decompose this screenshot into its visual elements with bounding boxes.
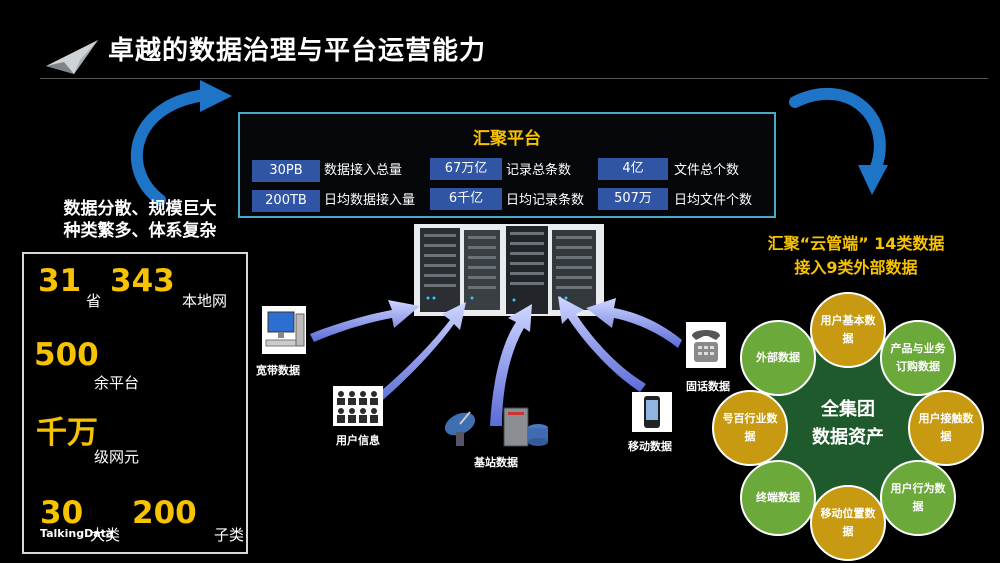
page-title: 卓越的数据治理与平台运营能力 [108, 36, 487, 66]
provinces-value: 31 [38, 263, 82, 299]
major-class-unit: 大类 [90, 526, 121, 544]
sub-class-value: 200 [132, 495, 197, 531]
broadband-computer-icon [262, 306, 306, 354]
server-rack-icon [414, 224, 604, 316]
base-station-arrow-icon [490, 304, 532, 426]
talkingdata-watermark: TalkingData [40, 527, 114, 540]
platforms-unit: 余平台 [94, 374, 140, 392]
center-label-line2: 数据资产 [812, 427, 884, 448]
scale-stats-panel: 31 省 343 本地网 500 余平台 千万 级网元 30 大类 200 子类 [22, 252, 248, 554]
platform-title: 汇聚平台 [473, 129, 541, 149]
daily-files-value: 507万 [598, 188, 668, 210]
fixed-line-phone-icon [686, 322, 726, 368]
aggregation-summary-line2: 接入9类外部数据 [794, 258, 918, 277]
local-net-value: 343 [110, 263, 175, 299]
total-records-value: 67万亿 [430, 158, 502, 180]
paper-plane-logo-icon [46, 40, 98, 74]
mobile-phone-icon [632, 392, 672, 432]
left-statement: 数据分散、规模巨大 种类繁多、体系复杂 [40, 198, 240, 242]
fixed-line-data-label: 固话数据 [686, 380, 730, 393]
elements-unit: 级网元 [94, 448, 140, 466]
center-label-line1: 全集团 [821, 399, 875, 420]
total-records-label: 记录总条数 [506, 163, 572, 178]
left-statement-line1: 数据分散、规模巨大 [63, 199, 217, 219]
aggregation-summary: 汇聚“云管端” 14类数据 接入9类外部数据 [712, 232, 1000, 280]
daily-records-value: 6千亿 [430, 188, 502, 210]
database-server-icon [503, 407, 548, 447]
base-station-data-label: 基站数据 [474, 456, 518, 469]
total-files-label: 文件总个数 [674, 163, 740, 178]
satellite-product-order: 产品与业务订购数据 [880, 320, 956, 396]
total-ingest-value: 30PB [252, 160, 320, 182]
user-info-people-icon [333, 386, 383, 426]
provinces-unit: 省 [86, 292, 102, 310]
major-class-value: 30 [40, 495, 84, 531]
daily-ingest-label: 日均数据接入量 [324, 193, 416, 208]
platforms-value: 500 [34, 337, 99, 373]
center-label: 全集团 数据资产 [768, 396, 928, 452]
satellite-industry: 号百行业数据 [712, 390, 788, 466]
daily-files-label: 日均文件个数 [674, 193, 753, 208]
broadband-arrow-icon [310, 300, 420, 342]
satellite-terminal: 终端数据 [740, 460, 816, 536]
elements-value: 千万 [36, 415, 98, 451]
satellite-user-behavior: 用户行为数据 [880, 460, 956, 536]
aggregation-platform-box: 汇聚平台 30PB 数据接入总量 67万亿 记录总条数 4亿 文件总个数 200… [238, 112, 776, 218]
title-divider [40, 78, 988, 79]
total-ingest-label: 数据接入总量 [324, 163, 403, 178]
satellite-user-basic: 用户基本数据 [810, 292, 886, 368]
broadband-data-label: 宽带数据 [256, 364, 300, 377]
aggregation-summary-line1: 汇聚“云管端” 14类数据 [767, 234, 945, 253]
user-info-arrow-icon [370, 302, 466, 406]
satellite-user-contact: 用户接触数据 [908, 390, 984, 466]
satellite-external: 外部数据 [740, 320, 816, 396]
daily-records-label: 日均记录条数 [506, 193, 585, 208]
local-net-unit: 本地网 [182, 292, 228, 310]
right-curved-arrow-icon [789, 87, 888, 195]
left-statement-line2: 种类繁多、体系复杂 [63, 221, 217, 241]
mobile-data-label: 移动数据 [628, 440, 672, 453]
data-flow-arrows [310, 296, 682, 426]
satellite-mobile-location: 移动位置数据 [810, 485, 886, 561]
mobile-arrow-icon [558, 296, 646, 392]
total-files-value: 4亿 [598, 158, 668, 180]
left-curved-arrow-icon [130, 80, 232, 206]
sub-class-unit: 子类 [214, 526, 245, 544]
daily-ingest-value: 200TB [252, 190, 320, 212]
fixed-line-arrow-icon [586, 298, 682, 348]
user-info-label: 用户信息 [336, 434, 380, 447]
satellite-dish-icon [444, 411, 476, 446]
